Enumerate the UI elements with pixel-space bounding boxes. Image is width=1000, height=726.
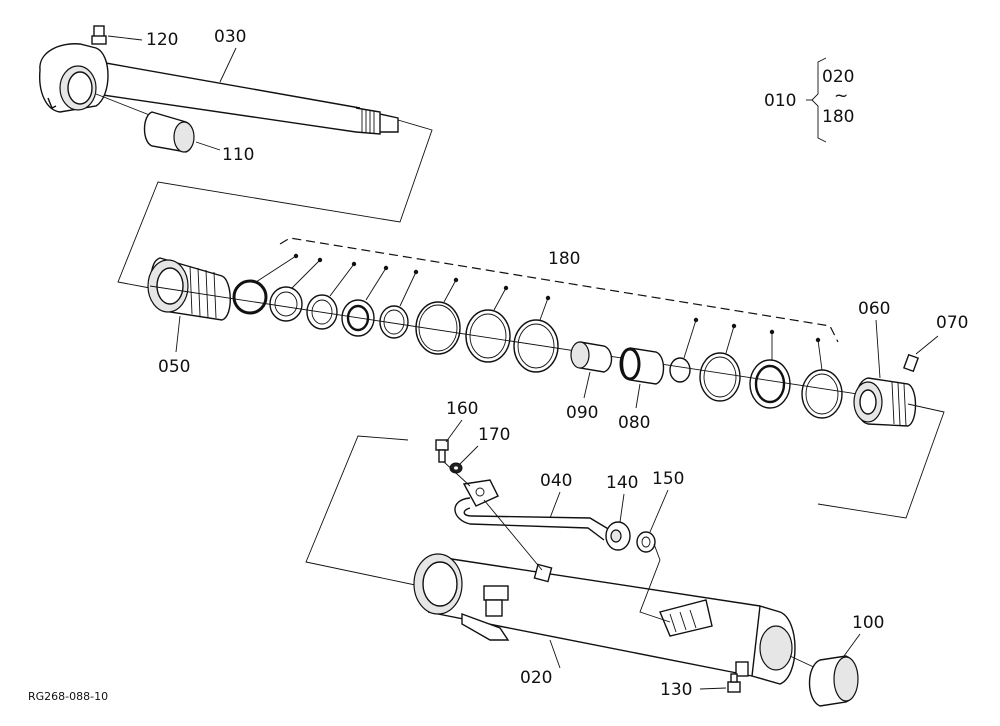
label-160: 160 [446,399,478,419]
label-060: 060 [858,299,890,319]
seal-ring-5 [379,269,419,339]
seal-ring-7 [465,285,511,363]
label-150: 150 [652,469,684,489]
pipe-adapter [636,531,656,553]
label-010: 010 [764,91,796,111]
sealing-washer [449,462,463,474]
rod-bushing [95,93,195,153]
seal-ring-9 [669,317,699,383]
seal-kit-bracket [279,237,839,343]
label-120: 120 [146,30,178,50]
seal-ring-2 [269,257,323,322]
seal-ring-1 [232,253,299,315]
label-110: 110 [222,145,254,165]
seal-ring-4 [341,265,389,337]
seal-ring-6 [415,277,461,355]
diagram-code: RG268-088-10 [28,690,108,703]
label-020: 020 [520,668,552,688]
pipe-nut [605,521,631,551]
hydraulic-pipe [454,479,611,571]
grease-nipple [91,25,107,45]
label-180: 180 [548,249,580,269]
label-080: 080 [618,413,650,433]
label-030: 030 [214,27,246,47]
cylinder-head [147,257,231,321]
cylinder-tube [413,553,796,685]
label-050: 050 [158,357,190,377]
bleeder-bolt [727,673,741,693]
range-to-label: 180 [822,107,854,127]
piston [619,347,665,385]
label-140: 140 [606,473,638,493]
set-screw [903,353,919,373]
gland-nut [853,377,917,427]
label-040: 040 [540,471,572,491]
piston-rod [39,43,399,135]
range-from-label: 020 [822,67,854,87]
assembly-bracket [806,57,827,143]
seal-ring-12 [801,337,843,419]
label-070: 070 [936,313,968,333]
range-tilde: ~ [834,86,848,106]
wear-ring [570,341,613,373]
tube-bushing [808,655,859,707]
seal-ring-8 [513,295,559,373]
label-100: 100 [852,613,884,633]
seal-ring-11 [749,329,791,409]
label-130: 130 [660,680,692,700]
label-170: 170 [478,425,510,445]
banjo-bolt [435,439,449,463]
seal-ring-10 [699,323,741,402]
seal-ring-3 [306,261,357,330]
label-090: 090 [566,403,598,423]
